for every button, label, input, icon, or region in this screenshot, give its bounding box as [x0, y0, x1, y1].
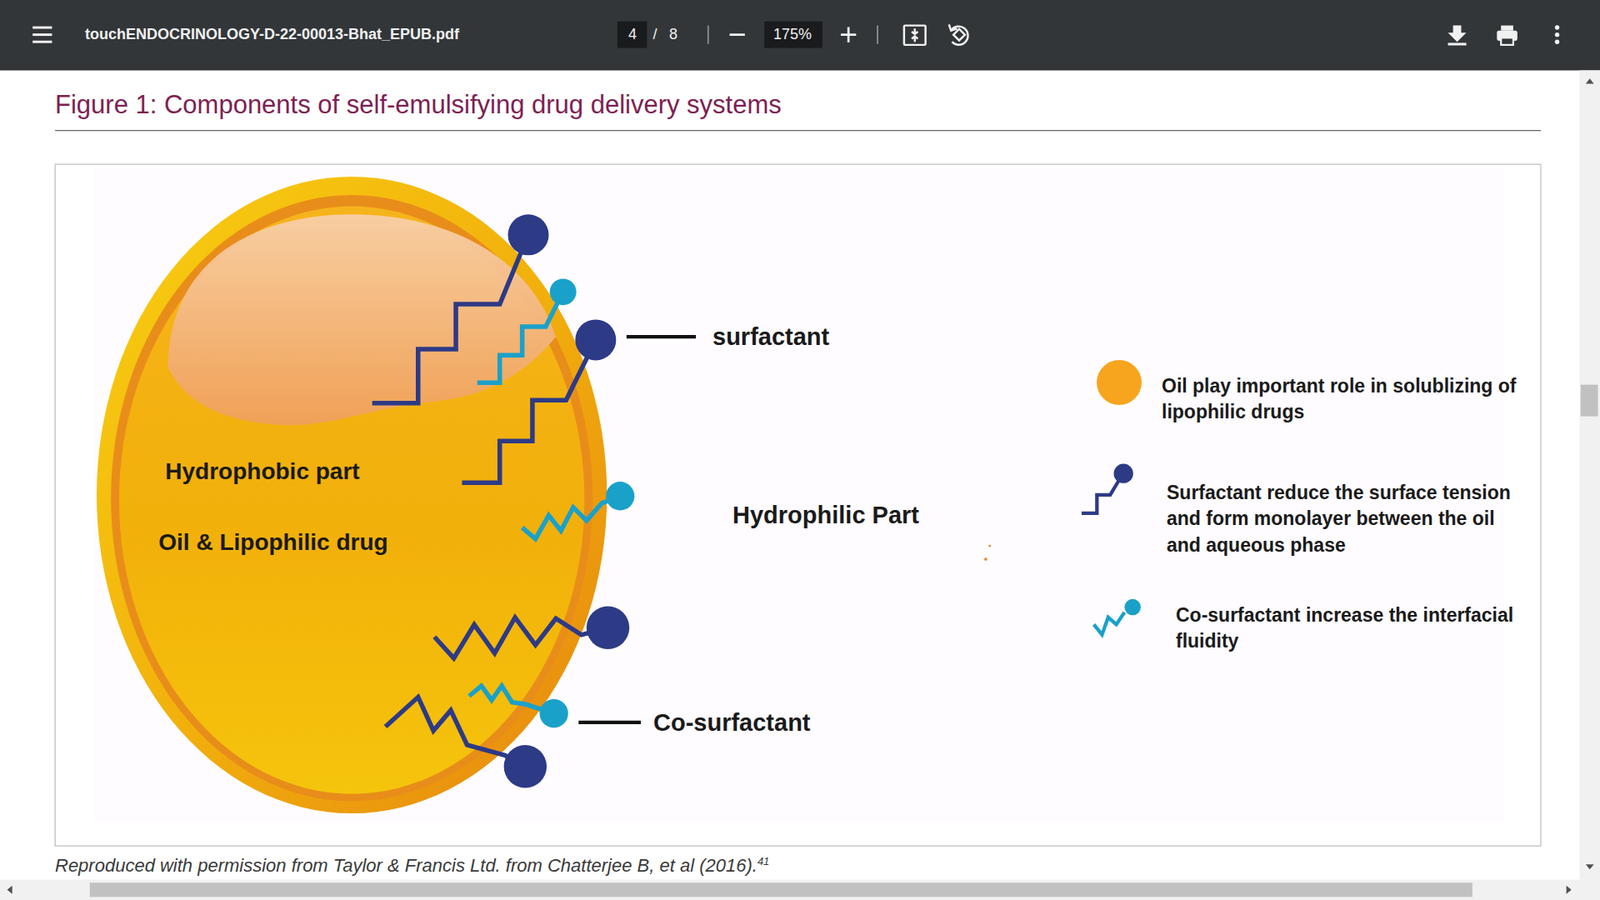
- part-label: Hydrophilic Part: [732, 500, 920, 530]
- zoom-box: [764, 21, 823, 49]
- droplet-outline: [96, 176, 607, 815]
- scroll-thumb: [90, 882, 1473, 897]
- oil-droplet: Hydrophobic partOil & Lipophilic drug: [96, 176, 607, 815]
- scroll-thumb: [1580, 385, 1599, 417]
- cosurfactant-icon: [1094, 599, 1141, 635]
- reference-number: 41: [757, 855, 770, 868]
- figure-title: Figure 1: Components of self-emulsifying…: [55, 89, 782, 120]
- scroll-arrows: [7, 885, 1572, 895]
- node-text: Hydrophobic part: [165, 457, 360, 486]
- legend-text: Oil play important role in solublizing o…: [1161, 373, 1529, 425]
- rotate-icon: [949, 24, 969, 45]
- more-icon: [1555, 25, 1560, 45]
- surfactant-icon: [1081, 464, 1134, 514]
- legend-text: Co-surfactant increase the interfacial f…: [1175, 602, 1543, 655]
- speck: [984, 557, 988, 561]
- speck: [988, 545, 991, 548]
- page-count: 8: [669, 25, 678, 45]
- divider: [707, 25, 710, 45]
- part-label: Co-surfactant: [653, 708, 811, 738]
- leader-line: [626, 335, 696, 339]
- scroll-track: [1580, 70, 1600, 880]
- zoom-level: 175%: [773, 25, 812, 45]
- figure-caption: Reproduced with permission from Taylor &…: [55, 855, 758, 876]
- caption-line: Reproduced with permission from Taylor &…: [55, 855, 770, 878]
- scroll-track: [0, 880, 1600, 900]
- page-box: [617, 21, 648, 49]
- part-label: surfactant: [712, 322, 830, 352]
- zoom-out-icon: [730, 33, 745, 36]
- file-name: touchENDOCRINOLOGY-D-22-00013-Bhat_EPUB.…: [85, 25, 460, 45]
- download-icon: [1448, 25, 1467, 46]
- node-text: Oil & Lipophilic drug: [158, 528, 388, 557]
- toolbar: [0, 0, 1600, 70]
- fit-icon: [904, 25, 926, 45]
- leader-line: [578, 720, 641, 725]
- print-icon: [1496, 25, 1517, 45]
- page-number: 4: [628, 25, 637, 45]
- page-separator: /: [652, 25, 657, 45]
- divider: [876, 25, 879, 45]
- title-rule: [55, 130, 1541, 131]
- figure-frame: [55, 164, 1541, 846]
- menu-icon: [32, 27, 52, 42]
- legend-text: Surfactant reduce the surface tension an…: [1166, 480, 1534, 558]
- legend-swatch: [1096, 360, 1142, 405]
- zoom-in-icon: [840, 26, 856, 42]
- scroll-arrows: [1585, 78, 1595, 870]
